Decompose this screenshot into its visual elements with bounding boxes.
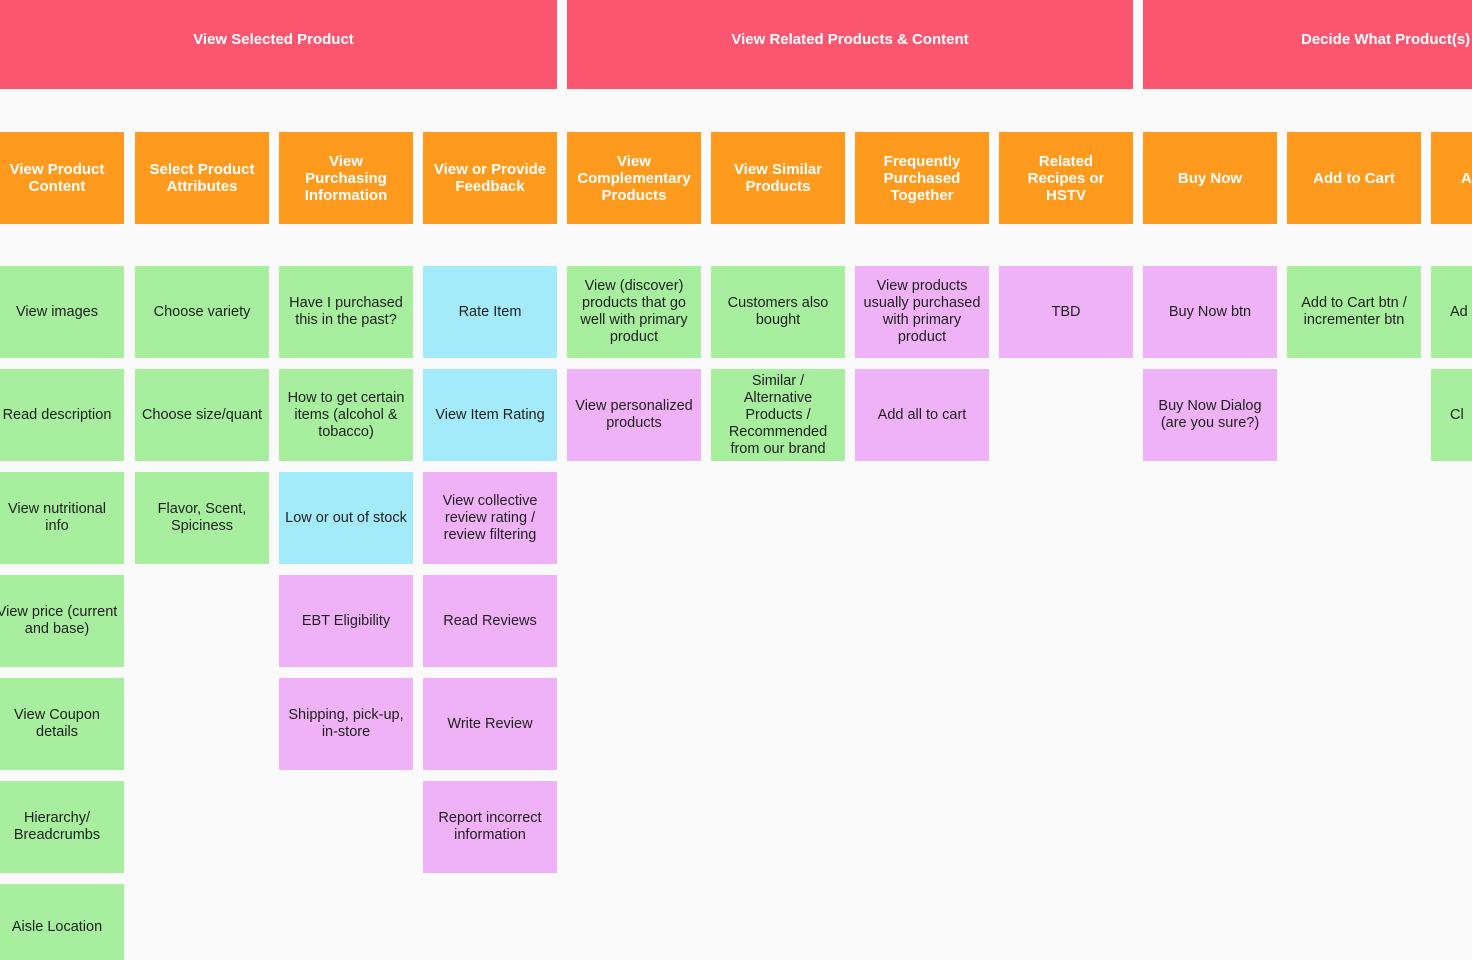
activity-card-label: View Purchasing Information	[304, 152, 388, 204]
activity-card-label: A	[1461, 169, 1472, 187]
task-card[interactable]: Add all to cart	[855, 369, 989, 461]
task-card-label: How to get certain items (alcohol & toba…	[287, 389, 405, 440]
task-card[interactable]: Hierarchy/ Breadcrumbs	[0, 781, 124, 873]
activity-card-label: View Product Content	[9, 161, 105, 195]
task-card-label: View products usually purchased with pri…	[863, 278, 981, 345]
task-card-label: Choose variety	[153, 303, 251, 320]
activity-card[interactable]: View Product Content	[0, 132, 124, 224]
task-card-label: View images	[16, 303, 98, 320]
activity-card[interactable]: View Similar Products	[711, 132, 845, 224]
epic-card-label: View Related Products & Content	[731, 31, 969, 48]
task-card[interactable]: View nutritional info	[0, 472, 124, 564]
epic-card[interactable]: Decide What Product(s) t	[1143, 0, 1472, 89]
activity-card-label: Related Recipes or HSTV	[1027, 152, 1105, 204]
task-card[interactable]: Have I purchased this in the past?	[279, 266, 413, 358]
task-card[interactable]: Choose size/quant	[135, 369, 269, 461]
task-card[interactable]: Read Reviews	[423, 575, 557, 667]
activity-card-label: Add to Cart	[1313, 169, 1395, 187]
activity-card-label: View or Provide Feedback	[433, 161, 547, 195]
task-card[interactable]: Customers also bought	[711, 266, 845, 358]
task-card[interactable]: View price (current and base)	[0, 575, 124, 667]
task-card[interactable]: View images	[0, 266, 124, 358]
task-card[interactable]: View Coupon details	[0, 678, 124, 770]
task-card-label: Ad	[1450, 303, 1468, 320]
activity-card-label: Select Product Attributes	[149, 161, 255, 195]
task-card-label: Hierarchy/ Breadcrumbs	[13, 810, 101, 843]
task-card-label: Low or out of stock	[285, 509, 407, 526]
activity-card[interactable]: View Complementary Products	[567, 132, 701, 224]
task-card-label: Have I purchased this in the past?	[289, 295, 403, 328]
task-card[interactable]: View products usually purchased with pri…	[855, 266, 989, 358]
activity-card-label: Buy Now	[1177, 169, 1243, 187]
activity-card-label: Frequently Purchased Together	[883, 152, 961, 204]
task-card-label: Add to Cart btn / incrementer btn	[1301, 295, 1407, 328]
task-card[interactable]: View Item Rating	[423, 369, 557, 461]
task-card-label: Similar / Alternative Products / Recomme…	[728, 372, 828, 457]
task-card-label: Report incorrect information	[438, 810, 542, 843]
task-card[interactable]: Report incorrect information	[423, 781, 557, 873]
task-card[interactable]: Add to Cart btn / incrementer btn	[1287, 266, 1421, 358]
task-card-label: Buy Now Dialog (are you sure?)	[1158, 398, 1262, 431]
task-card-label: Flavor, Scent, Spiciness	[157, 501, 247, 534]
activity-card-label: View Complementary Products	[577, 152, 691, 204]
task-card[interactable]: View (discover) products that go well wi…	[567, 266, 701, 358]
activity-card[interactable]: Frequently Purchased Together	[855, 132, 989, 224]
activity-card[interactable]: A	[1431, 132, 1472, 224]
task-card-label: View Coupon details	[14, 707, 100, 740]
task-card[interactable]: Cl	[1431, 369, 1472, 461]
activity-card[interactable]: Add to Cart	[1287, 132, 1421, 224]
activity-card[interactable]: Select Product Attributes	[135, 132, 269, 224]
activity-card[interactable]: Buy Now	[1143, 132, 1277, 224]
activity-card[interactable]: View or Provide Feedback	[423, 132, 557, 224]
task-card-label: Read description	[2, 406, 112, 423]
activity-card[interactable]: Related Recipes or HSTV	[999, 132, 1133, 224]
task-card[interactable]: EBT Eligibility	[279, 575, 413, 667]
task-card-label: Rate Item	[458, 303, 522, 320]
task-card[interactable]: Choose variety	[135, 266, 269, 358]
task-card-label: Cl	[1450, 406, 1464, 423]
epic-card-label: View Selected Product	[193, 31, 354, 48]
task-card-label: Read Reviews	[443, 612, 537, 629]
epic-card[interactable]: View Related Products & Content	[567, 0, 1133, 89]
task-card[interactable]: TBD	[999, 266, 1133, 358]
task-card[interactable]: Buy Now btn	[1143, 266, 1277, 358]
task-card[interactable]: Shipping, pick-up, in-store	[279, 678, 413, 770]
task-card[interactable]: Read description	[0, 369, 124, 461]
task-card[interactable]: How to get certain items (alcohol & toba…	[279, 369, 413, 461]
task-card[interactable]: View personalized products	[567, 369, 701, 461]
task-card-label: Shipping, pick-up, in-store	[288, 707, 404, 740]
task-card-label: Customers also bought	[727, 295, 829, 328]
task-card[interactable]: Flavor, Scent, Spiciness	[135, 472, 269, 564]
activity-card[interactable]: View Purchasing Information	[279, 132, 413, 224]
task-card-label: View price (current and base)	[0, 604, 118, 637]
task-card[interactable]: Write Review	[423, 678, 557, 770]
task-card[interactable]: Similar / Alternative Products / Recomme…	[711, 369, 845, 461]
task-card-label: View Item Rating	[435, 406, 545, 423]
task-card[interactable]: Ad	[1431, 266, 1472, 358]
task-card-label: Write Review	[447, 715, 533, 732]
task-card-label: View (discover) products that go well wi…	[580, 278, 688, 345]
epic-card-label: Decide What Product(s) t	[1301, 31, 1472, 48]
task-card-label: View personalized products	[575, 398, 693, 431]
task-card-label: Add all to cart	[877, 406, 967, 423]
task-card[interactable]: Low or out of stock	[279, 472, 413, 564]
task-card[interactable]: View collective review rating / review f…	[423, 472, 557, 564]
task-card[interactable]: Rate Item	[423, 266, 557, 358]
activity-card-label: View Similar Products	[733, 161, 823, 195]
task-card-label: EBT Eligibility	[301, 612, 391, 629]
task-card-label: Aisle Location	[11, 918, 103, 935]
task-card-label: View nutritional info	[7, 501, 107, 534]
task-card[interactable]: Aisle Location	[0, 884, 124, 960]
task-card-label: TBD	[1051, 303, 1081, 320]
epic-card[interactable]: View Selected Product	[0, 0, 557, 89]
task-card-label: Buy Now btn	[1168, 303, 1252, 320]
task-card-label: Choose size/quant	[141, 406, 263, 423]
task-card[interactable]: Buy Now Dialog (are you sure?)	[1143, 369, 1277, 461]
task-card-label: View collective review rating / review f…	[442, 492, 538, 543]
